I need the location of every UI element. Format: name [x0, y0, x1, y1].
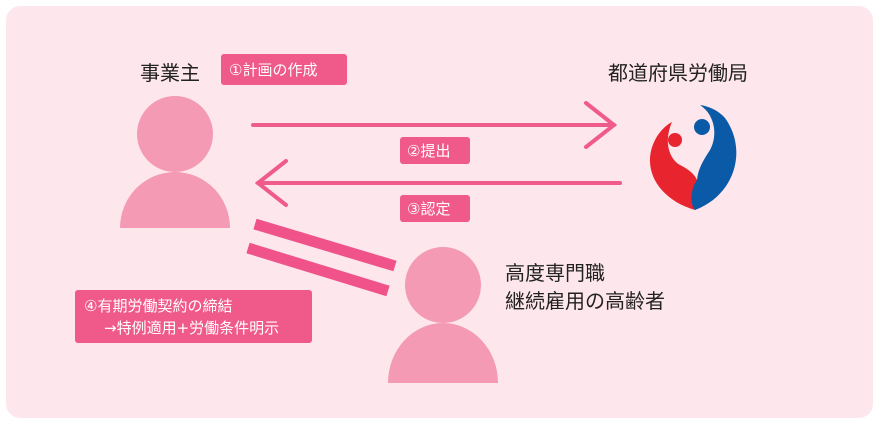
submit-arrow — [251, 101, 618, 149]
submit-step-text: ②提出 — [407, 142, 450, 160]
approve-step-text: ③認定 — [407, 200, 450, 218]
contract-step-line1: ④有期労働契約の締結 — [84, 297, 232, 315]
contract-step-line2: →特例適用+労働条件明示 — [104, 319, 279, 337]
plan-step-text: ①計画の作成 — [229, 61, 317, 79]
worker-label-line1: 高度専門職 — [505, 261, 605, 285]
approve-step-badge: ③認定 — [400, 195, 470, 222]
bureau-label: 都道府県労働局 — [608, 61, 748, 85]
plan-step-badge: ①計画の作成 — [221, 54, 347, 85]
worker-label-line2: 継続雇用の高齢者 — [505, 289, 665, 313]
employer-person-icon — [120, 96, 230, 228]
worker-person-icon — [388, 247, 498, 383]
contract-step-badge: ④有期労働契約の締結 →特例適用+労働条件明示 — [75, 290, 312, 343]
contract-double-line — [246, 218, 397, 297]
approve-arrow — [254, 159, 622, 207]
employer-label: 事業主 — [140, 61, 200, 85]
submit-step-badge: ②提出 — [400, 137, 470, 164]
mhlw-logo-icon — [649, 105, 737, 210]
